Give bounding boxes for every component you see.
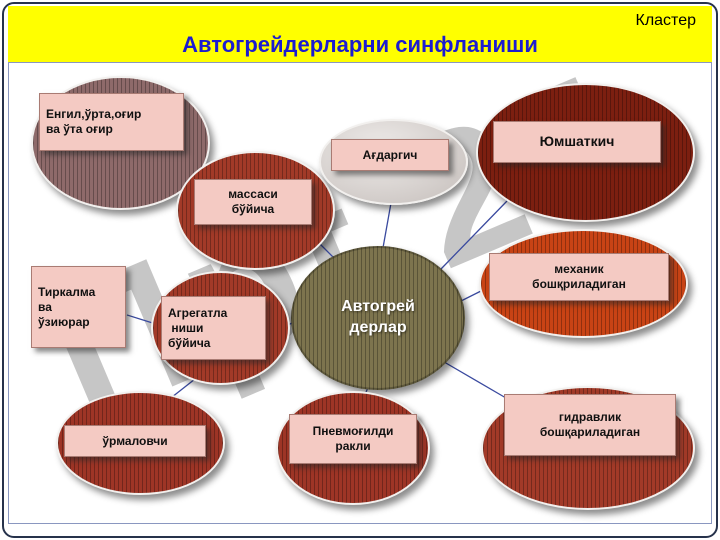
node-blade-label: Ағдаргич xyxy=(331,139,449,171)
node-center-ellipse: Автогрей дерлар xyxy=(291,246,465,390)
node-mass-label: массаси бўйича xyxy=(194,179,312,225)
node-crawler-label: ўрмаловчи xyxy=(64,425,206,457)
diagram-area: Прt 24 Енгил,ўрта,оғир ва ўта оғир масса… xyxy=(8,62,712,524)
connector-line xyxy=(440,200,508,270)
node-towed-label: Тиркалма ва ўзиюрар xyxy=(31,266,126,348)
node-weight-label: Енгил,ўрта,оғир ва ўта оғир xyxy=(39,93,184,151)
node-pneumatic-label: Пневмоғилди ракли xyxy=(289,414,417,464)
corner-label: Кластер xyxy=(635,12,697,29)
page-title: Автогрейдерларни синфланиши xyxy=(182,32,538,57)
node-hydraulic-label: гидравлик бошқариладиган xyxy=(504,394,676,456)
node-ripper-label: Юмшаткич xyxy=(493,121,661,163)
title-band: Кластер Автогрейдерларни синфланиши xyxy=(8,6,712,62)
connector-line xyxy=(438,358,507,399)
center-node-label: Автогрей дерлар xyxy=(341,298,415,336)
node-mechanic-label: механик бошқриладиган xyxy=(489,253,669,301)
node-aggregate-label: Агрегатла ниши бўйича xyxy=(161,296,266,360)
